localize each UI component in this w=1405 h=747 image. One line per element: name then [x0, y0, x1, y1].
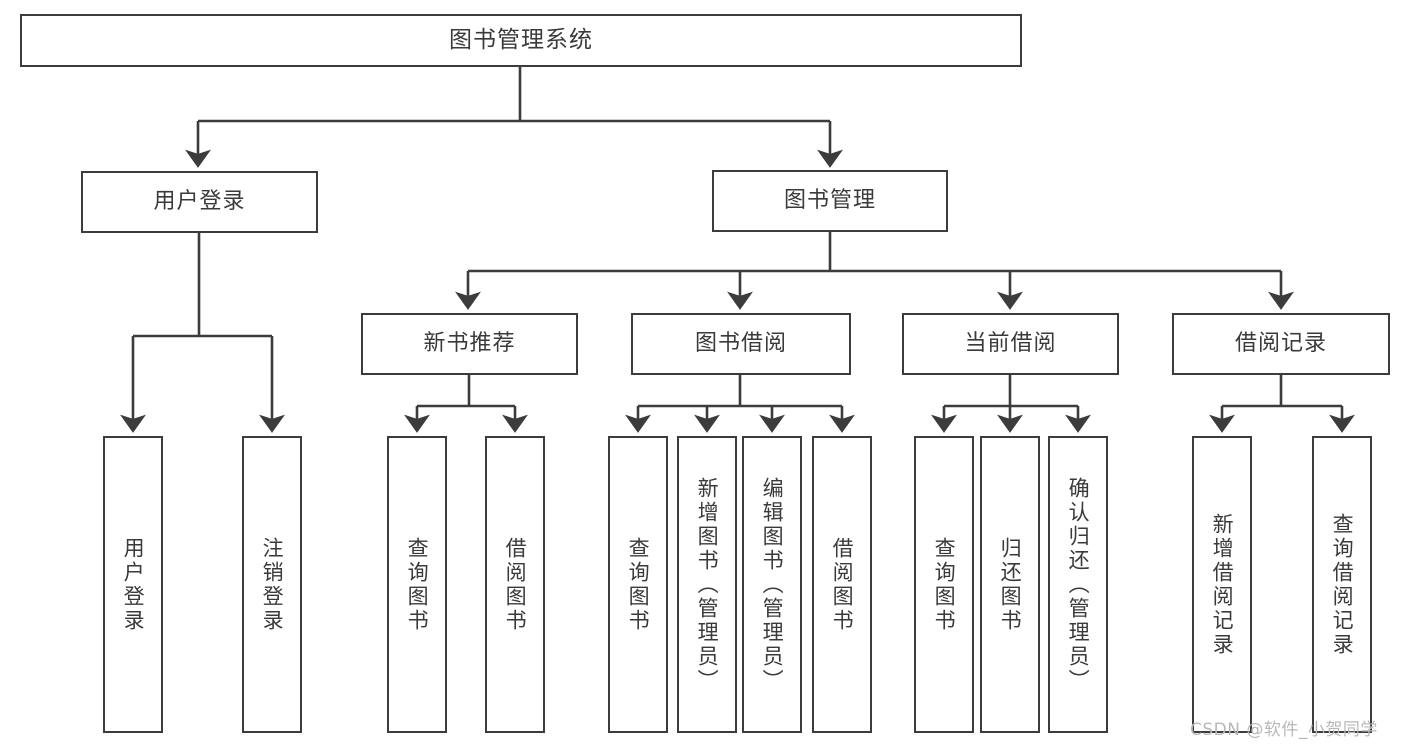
leaf-current-query-book[interactable]: 查询图书: [914, 436, 974, 733]
csdn-watermark: CSDN @软件_小贺同学: [1190, 720, 1378, 740]
leaf-borrow-borrow-book[interactable]: 借阅图书: [812, 436, 872, 733]
leaf-borrow-query-book[interactable]: 查询图书: [608, 436, 668, 733]
leaf-borrow-edit-book-admin[interactable]: 编辑图书（管理员）: [742, 436, 802, 733]
leaf-record-query-record[interactable]: 查询借阅记录: [1312, 436, 1372, 733]
node-book-management[interactable]: 图书管理: [712, 170, 948, 232]
node-user-login[interactable]: 用户登录: [81, 171, 318, 233]
node-current-borrow[interactable]: 当前借阅: [902, 313, 1119, 375]
leaf-current-return-book[interactable]: 归还图书: [980, 436, 1040, 733]
node-book-borrow[interactable]: 图书借阅: [631, 313, 851, 375]
leaf-user-login-signin[interactable]: 用户登录: [103, 436, 163, 733]
node-new-book-recommend[interactable]: 新书推荐: [361, 313, 578, 375]
leaf-user-login-signout[interactable]: 注销登录: [242, 436, 302, 733]
leaf-recommend-borrow-book[interactable]: 借阅图书: [485, 436, 545, 733]
node-root-system[interactable]: 图书管理系统: [20, 14, 1022, 67]
leaf-current-confirm-return-admin[interactable]: 确认归还（管理员）: [1048, 436, 1108, 733]
node-borrow-record[interactable]: 借阅记录: [1172, 313, 1390, 375]
leaf-record-add-record[interactable]: 新增借阅记录: [1192, 436, 1252, 733]
leaf-recommend-query-book[interactable]: 查询图书: [387, 436, 447, 733]
leaf-borrow-add-book-admin[interactable]: 新增图书（管理员）: [677, 436, 737, 733]
